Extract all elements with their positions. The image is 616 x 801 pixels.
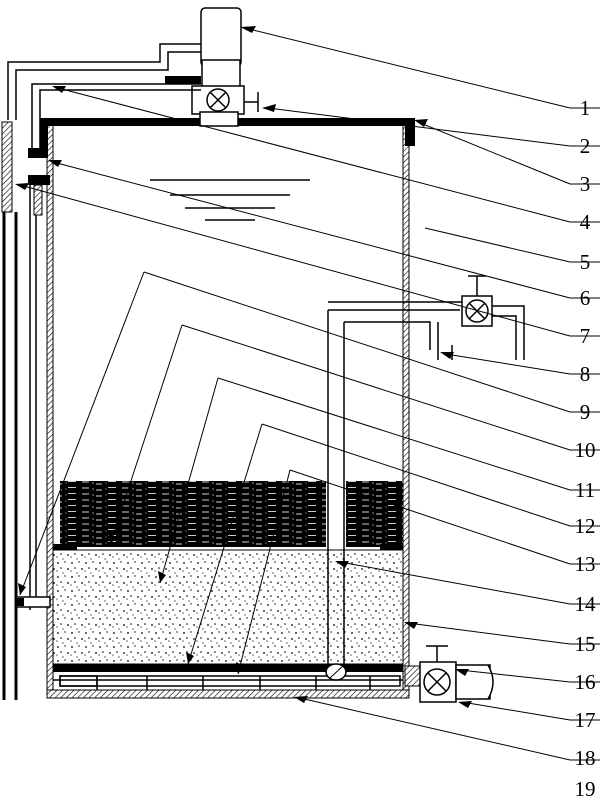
overflow-pipe [7, 43, 201, 158]
label-1: 1 [580, 96, 591, 120]
label-2: 2 [580, 134, 591, 158]
arrowheads [15, 26, 472, 708]
label-5: 5 [580, 250, 591, 274]
inner-pointers [19, 271, 291, 675]
label-7: 7 [580, 324, 591, 348]
left-external-pipe [1, 121, 51, 700]
label-18: 18 [575, 746, 596, 770]
label-13: 13 [575, 552, 596, 576]
label-12: 12 [575, 514, 596, 538]
lower-right-valve [404, 645, 494, 703]
collection-chambers [59, 675, 401, 690]
water-surface [150, 179, 310, 221]
label-11: 11 [575, 478, 595, 502]
label-9: 9 [580, 400, 591, 424]
label-17: 17 [575, 708, 596, 732]
label-ticks [570, 107, 600, 761]
label-19: 19 [575, 777, 596, 801]
label-6: 6 [580, 286, 591, 310]
label-16: 16 [575, 670, 596, 694]
backwash-pipe [325, 301, 470, 681]
fiber-filter-layer [60, 481, 403, 547]
inlet-pipe [191, 7, 259, 127]
label-3: 3 [580, 172, 591, 196]
label-14: 14 [575, 592, 597, 616]
part-labels: 1 2 3 4 5 6 7 8 9 10 11 12 13 14 15 16 1… [575, 96, 597, 801]
support-plate [53, 664, 403, 672]
leader-lines [19, 27, 571, 761]
label-15: 15 [575, 632, 596, 656]
label-4: 4 [580, 210, 591, 234]
upper-right-valve [437, 275, 525, 360]
label-10: 10 [575, 438, 596, 462]
label-8: 8 [580, 362, 591, 386]
sand-filter-layer [52, 549, 404, 665]
